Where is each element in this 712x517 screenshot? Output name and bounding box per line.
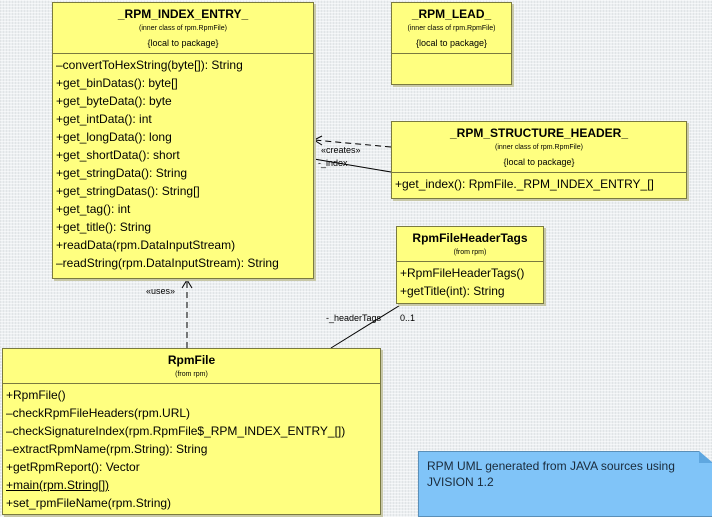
class-rpm-file[interactable]: RpmFile (from rpm) +RpmFile() –checkRpmF…	[2, 348, 381, 515]
operation: –readString(rpm.DataInputStream): String	[56, 256, 279, 270]
operation: +readData(rpm.DataInputStream)	[56, 238, 236, 252]
operations-list: +RpmFile() –checkRpmFileHeaders(rpm.URL)…	[3, 384, 380, 512]
operation: +set_rpmFileName(rpm.String)	[6, 496, 172, 510]
class-scope: {local to package}	[147, 38, 219, 48]
operation: –extractRpmName(rpm.String): String	[6, 442, 208, 456]
header-tags-association-line	[330, 303, 403, 349]
index-association-line	[313, 158, 392, 173]
operations-list: –convertToHexString(byte[]): String +get…	[53, 54, 313, 272]
class-rpm-lead[interactable]: _RPM_LEAD_ (inner class of rpm.RpmFile) …	[391, 2, 512, 85]
class-header: _RPM_INDEX_ENTRY_ (inner class of rpm.Rp…	[53, 3, 313, 54]
class-name: _RPM_INDEX_ENTRY_	[117, 7, 249, 21]
class-scope: {local to package}	[415, 38, 488, 48]
class-name: _RPM_STRUCTURE_HEADER_	[449, 126, 629, 140]
multiplicity-label: 0..1	[400, 313, 416, 323]
uses-label: «uses»	[146, 286, 176, 296]
operation: –checkSignatureIndex(rpm.RpmFile$_RPM_IN…	[6, 424, 346, 438]
creates-dependency-line	[313, 139, 392, 148]
class-scope: {local to package}	[503, 157, 575, 167]
class-rpm-structure-header[interactable]: _RPM_STRUCTURE_HEADER_ (inner class of r…	[391, 121, 687, 199]
operation: +get_longData(): long	[56, 130, 172, 144]
operation: +getRpmReport(): Vector	[6, 460, 140, 474]
operation: +get_intData(): int	[56, 112, 152, 126]
class-header: RpmFileHeaderTags (from rpm)	[397, 227, 543, 262]
operation: +get_shortData(): short	[56, 148, 180, 162]
operation: +getTitle(int): String	[400, 284, 505, 298]
operation: +get_index(): RpmFile._RPM_INDEX_ENTRY_[…	[395, 177, 654, 191]
class-subtitle: (inner class of rpm.RpmFile)	[139, 25, 227, 32]
class-rpm-file-header-tags[interactable]: RpmFileHeaderTags (from rpm) +RpmFileHea…	[396, 226, 544, 304]
operation: +get_byteData(): byte	[56, 94, 172, 108]
index-role-label: -_index	[318, 158, 348, 168]
class-subtitle: (inner class of rpm.RpmFile)	[495, 144, 583, 151]
operation: +get_stringData(): String	[56, 166, 188, 180]
operation: –checkRpmFileHeaders(rpm.URL)	[6, 406, 191, 420]
operation: –convertToHexString(byte[]): String	[56, 58, 243, 72]
operation: +RpmFileHeaderTags()	[400, 266, 525, 280]
operation: +get_binDatas(): byte[]	[56, 76, 178, 90]
creates-arrowhead	[312, 135, 323, 146]
operation: +get_stringDatas(): String[]	[56, 184, 200, 198]
header-tags-role-label: -_headerTags	[326, 313, 382, 323]
operation-static: +main(rpm.String[])	[6, 478, 110, 492]
operation: +get_tag(): int	[56, 202, 131, 216]
class-name: _RPM_LEAD_	[411, 7, 492, 21]
class-subtitle: (inner class of rpm.RpmFile)	[407, 25, 496, 32]
class-subtitle: (from rpm)	[175, 371, 208, 378]
operations-list: +RpmFileHeaderTags() +getTitle(int): Str…	[397, 262, 543, 300]
class-header: RpmFile (from rpm)	[3, 349, 380, 384]
note-box[interactable]: RPM UML generated from JAVA sources usin…	[418, 451, 712, 517]
class-header: _RPM_LEAD_ (inner class of rpm.RpmFile) …	[392, 3, 511, 54]
creates-label: «creates»	[321, 145, 361, 155]
class-name: RpmFile	[167, 353, 216, 367]
operation: +RpmFile()	[6, 388, 66, 402]
uses-arrowhead	[181, 279, 193, 289]
class-header: _RPM_STRUCTURE_HEADER_ (inner class of r…	[392, 122, 686, 173]
operations-list: +get_index(): RpmFile._RPM_INDEX_ENTRY_[…	[392, 173, 686, 193]
operation: +get_title(): String	[56, 220, 152, 234]
note-text: RPM UML generated from JAVA sources usin…	[427, 459, 675, 489]
class-subtitle: (from rpm)	[453, 249, 487, 256]
class-rpm-index-entry[interactable]: _RPM_INDEX_ENTRY_ (inner class of rpm.Rp…	[52, 2, 314, 279]
class-name: RpmFileHeaderTags	[412, 231, 528, 245]
